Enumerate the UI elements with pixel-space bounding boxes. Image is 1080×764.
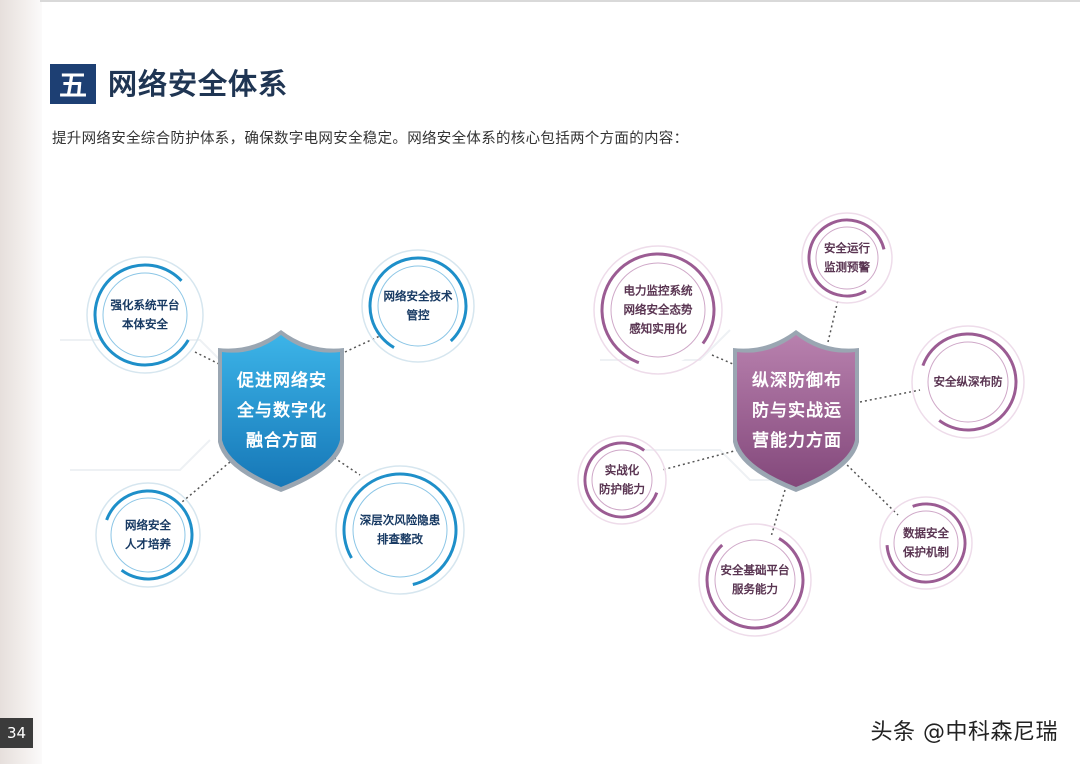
left-shield-label: 促进网络安 全与数字化 融合方面 [237, 371, 327, 451]
right-node-label-2: 电力监控系统 网络安全态势 感知实用化 [623, 283, 693, 336]
right-node-label-5: 数据安全 保护机制 [903, 526, 949, 559]
right-node-circle-1 [801, 212, 893, 304]
right-node-label-6: 安全基础平台 服务能力 [720, 563, 790, 596]
right-node-label-4: 实战化 防护能力 [599, 463, 645, 496]
left-node-label-4: 深层次风险隐患 排查整改 [359, 513, 441, 546]
left-node-circle-3 [95, 482, 201, 588]
intro-text: 提升网络安全综合防护体系，确保数字电网安全稳定。网络安全体系的核心包括两个方面的… [52, 131, 689, 147]
right-shield-label: 纵深防御布 防与实战运 营能力方面 [752, 371, 842, 451]
right-node-circle-6 [698, 523, 812, 637]
left-node-circle-4 [335, 465, 465, 595]
left-node-label-2: 网络安全技术 管控 [383, 289, 453, 322]
right-connectors [661, 299, 921, 541]
section-title: 网络安全体系 [108, 67, 289, 101]
page-margin [0, 0, 42, 764]
right-node-label-3: 安全纵深布防 [933, 374, 1003, 389]
left-node-circle-1 [86, 256, 204, 374]
right-node-circle-5 [879, 496, 973, 590]
page-number: 34 [0, 718, 33, 748]
right-node-label-1: 安全运行 监测预警 [824, 241, 870, 274]
right-node-circle-3 [911, 325, 1025, 439]
right-node-circle-4 [577, 435, 667, 525]
section-number-badge: 五 [50, 64, 96, 104]
watermark: 头条 @中科森尼瑞 [870, 720, 1058, 745]
right-node-circle-2 [593, 245, 723, 375]
right-shield [733, 330, 859, 492]
left-node-circle-2 [361, 249, 475, 363]
left-shield [218, 330, 344, 492]
left-node-label-1: 强化系统平台 本体安全 [110, 298, 180, 331]
page-top-edge [40, 0, 1080, 2]
left-node-label-3: 网络安全 人才培养 [125, 518, 171, 551]
